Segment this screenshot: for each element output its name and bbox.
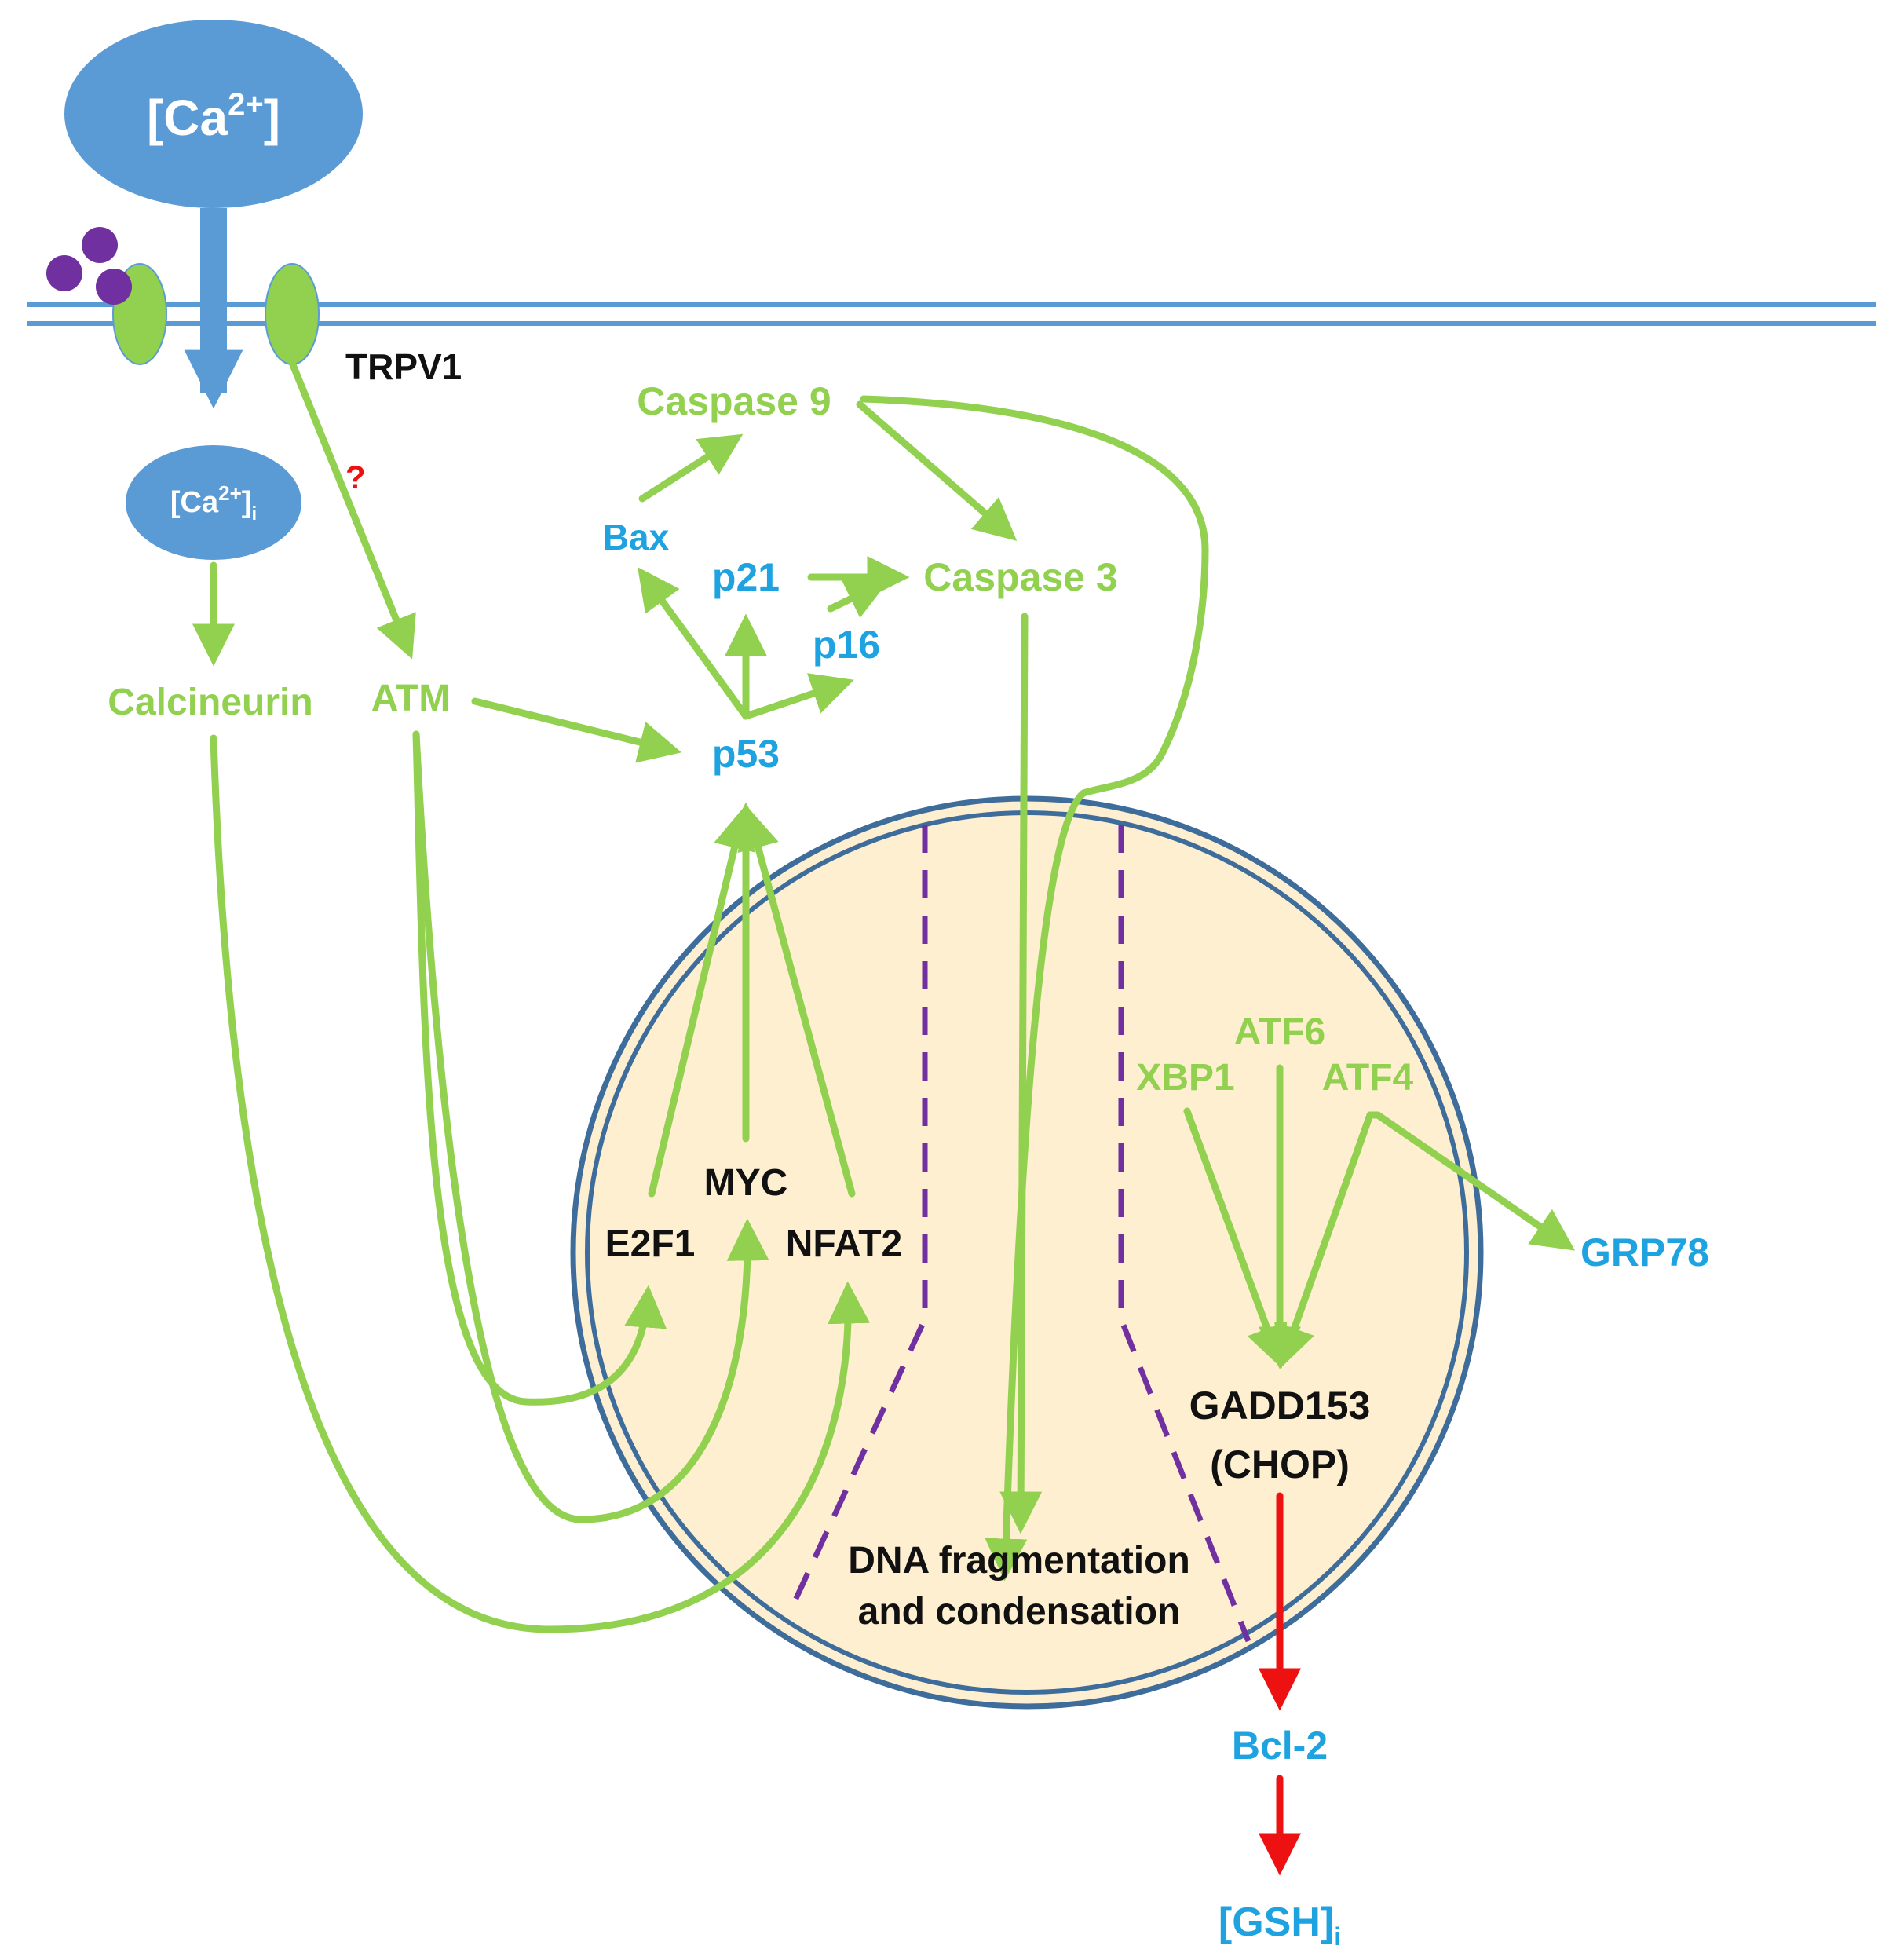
extracellular-calcium-node: [64, 20, 363, 208]
dna-fragmentation-label: DNA fragmentation: [848, 1540, 1190, 1582]
arrow-p16-caspase3: [827, 580, 890, 618]
trpv1-label: TRPV1: [345, 346, 462, 387]
calcineurin-label: Calcineurin: [108, 682, 312, 723]
arrow-atf4-grp78: [1366, 1111, 1576, 1251]
p21-label: p21: [712, 555, 780, 599]
atf6-label: ATF6: [1234, 1011, 1325, 1053]
green-arrows: [192, 359, 1576, 1633]
arrow-caspase3-dna: [999, 612, 1043, 1534]
arrow-calcineurin-nfat2: [210, 734, 871, 1633]
p53-label: p53: [712, 732, 780, 776]
p16-label: p16: [813, 623, 880, 667]
arrow-e2f1-p53: [648, 806, 755, 1198]
arrow-bax-caspase9: [638, 433, 744, 503]
caspase9-label: Caspase 9: [637, 379, 831, 423]
intracellular-calcium-label: [Ca2+]i: [170, 481, 257, 525]
trpv1-channel-icon: [112, 263, 320, 365]
arrow-nfat2-p53: [737, 806, 856, 1198]
nuclear-division-dashes: [786, 825, 1251, 1643]
plasma-membrane: [27, 302, 1876, 326]
gadd153-label: GADD153: [1189, 1384, 1371, 1428]
caspase3-label: Caspase 3: [923, 555, 1117, 599]
chop-label: (CHOP): [1210, 1443, 1350, 1486]
arrow-caspase9-dna-loop: [860, 395, 1209, 1582]
arrow-atm-myc: [412, 730, 769, 1523]
arrow-atm-e2f1: [412, 730, 667, 1406]
bcl2-label: Bcl-2: [1232, 1724, 1328, 1768]
arrow-p53-bax: [638, 567, 750, 720]
arrow-caspase9-caspase3: [856, 400, 1018, 541]
nfat2-label: NFAT2: [786, 1223, 902, 1265]
arrow-atf4-gadd153: [1274, 1111, 1374, 1369]
atm-label: ATM: [371, 678, 450, 719]
dna-condensation-label: and condensation: [858, 1591, 1181, 1633]
ligand-molecules-icon: [46, 227, 132, 305]
myc-label: MYC: [704, 1162, 788, 1204]
grp78-label: GRP78: [1580, 1230, 1709, 1274]
arrow-trpv1-atm: [288, 359, 416, 660]
intracellular-calcium-node: [126, 445, 301, 560]
extracellular-calcium-label: [Ca2+]: [147, 87, 280, 146]
arrow-atm-p53: [471, 697, 682, 763]
arrow-xbp1-gadd153: [1183, 1107, 1288, 1369]
atf4-label: ATF4: [1322, 1057, 1414, 1099]
arrow-p53-p16: [742, 673, 854, 720]
unknown-link-question-mark: ?: [345, 459, 366, 495]
bax-label: Bax: [603, 517, 670, 558]
gsh-label: [GSH]i: [1219, 1900, 1341, 1951]
xbp1-label: XBP1: [1136, 1057, 1234, 1099]
e2f1-label: E2F1: [605, 1223, 696, 1265]
